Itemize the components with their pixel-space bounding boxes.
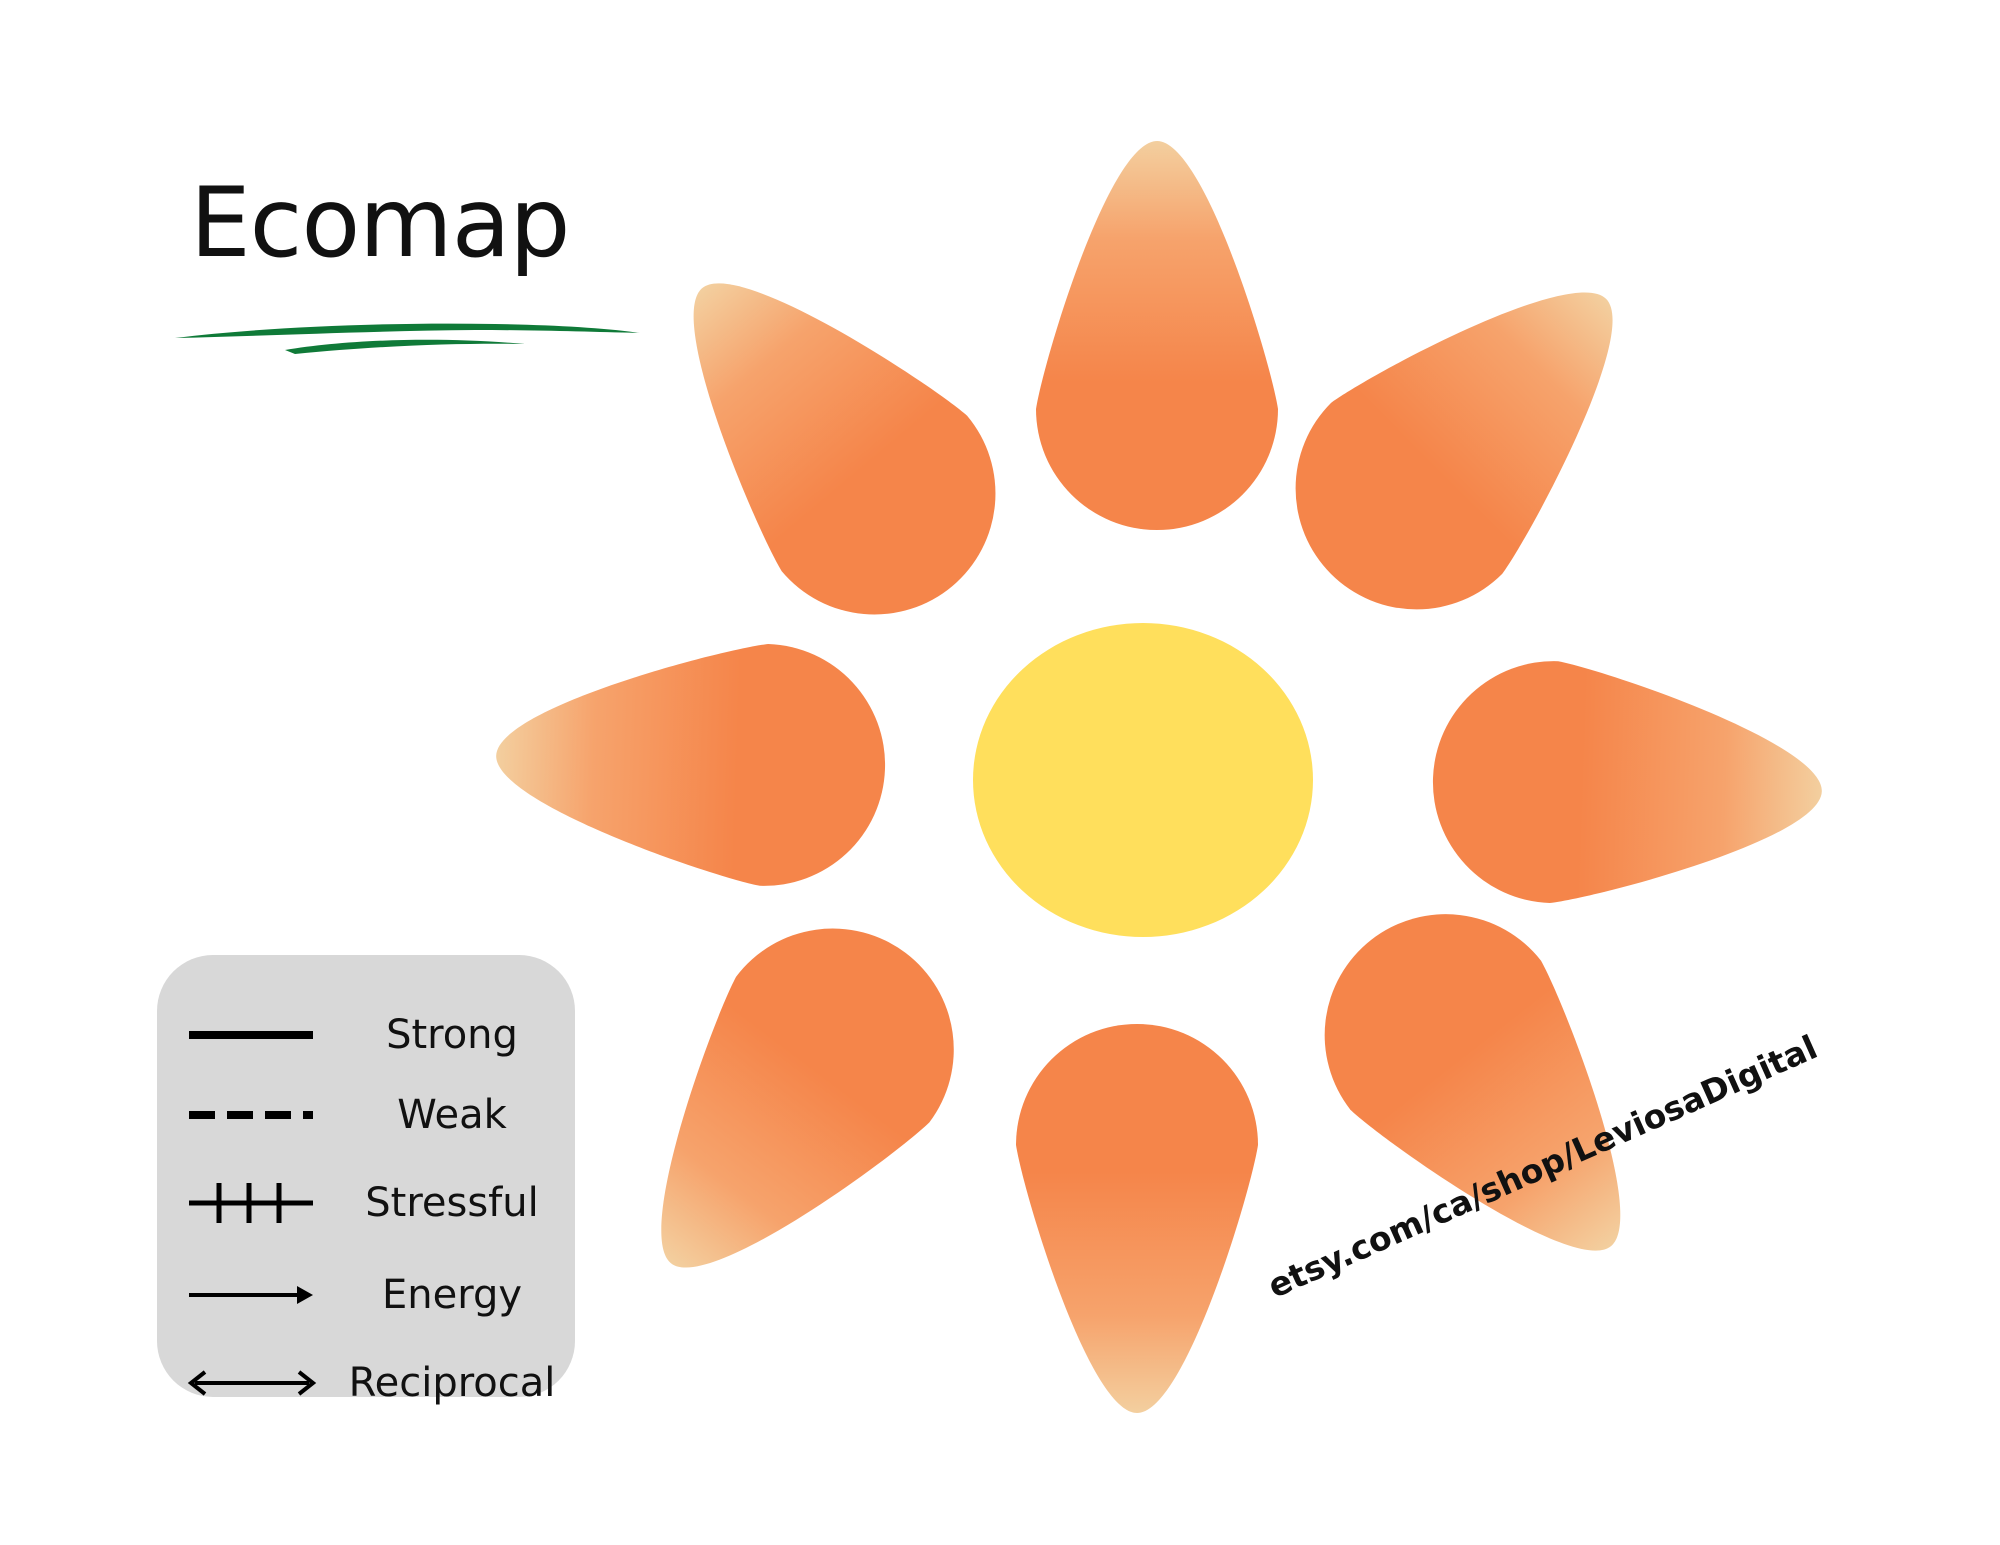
page-title: Ecomap [190, 167, 570, 279]
legend-item-reciprocal: Reciprocal [157, 1353, 575, 1413]
petal-top-right[interactable] [1245, 213, 1691, 659]
legend-label-reciprocal: Reciprocal [348, 1360, 556, 1406]
legend-label-weak: Weak [397, 1092, 507, 1138]
legend-item-weak: Weak [157, 1085, 575, 1145]
brush-stroke-upper [175, 323, 640, 338]
petal-bottom[interactable] [1016, 1023, 1258, 1413]
two-way-arrow-icon [187, 1370, 317, 1396]
petal-left[interactable] [492, 635, 889, 890]
petal-bottom-right[interactable] [1276, 865, 1706, 1321]
petal-top-left[interactable] [609, 210, 1044, 664]
dashed-line-icon [189, 1111, 313, 1119]
center-node[interactable] [973, 623, 1313, 937]
title-underline-brush [175, 323, 640, 354]
petal-top[interactable] [1036, 141, 1278, 531]
legend-label-strong: Strong [386, 1012, 518, 1058]
petal-right[interactable] [1429, 657, 1826, 912]
legend-label-energy: Energy [381, 1272, 523, 1318]
legend-item-energy: Energy [157, 1265, 575, 1325]
petal-bottom-left[interactable] [575, 880, 1002, 1336]
legend-box: Strong Weak Stressful Energy [157, 955, 575, 1406]
petal-group [492, 141, 1826, 1413]
legend-label-stressful: Stressful [365, 1180, 539, 1226]
legend-item-strong: Strong [157, 1005, 575, 1065]
legend-item-stressful: Stressful [157, 1173, 575, 1233]
brush-stroke-lower [285, 339, 525, 354]
hatched-line-icon [189, 1183, 313, 1223]
one-way-arrow-icon [189, 1286, 313, 1304]
solid-line-icon [189, 1031, 313, 1039]
